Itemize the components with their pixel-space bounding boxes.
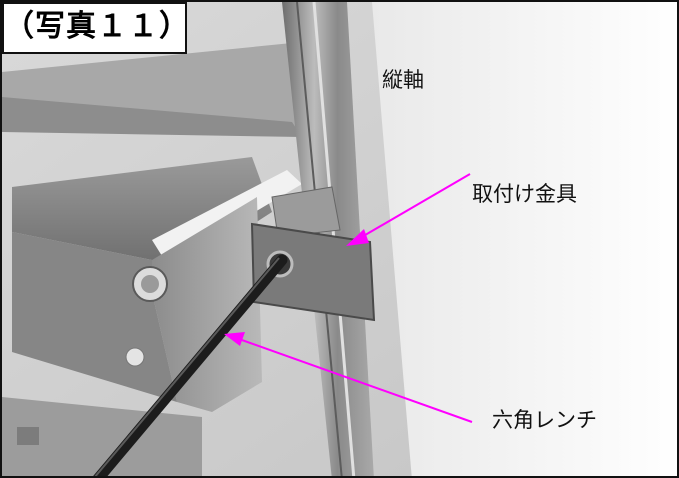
rail-bracket-block bbox=[271, 186, 341, 238]
label-mounting-bracket: 取付け金具 bbox=[472, 182, 577, 206]
photo-caption: （写真１１） bbox=[2, 2, 189, 54]
mounting-bracket-plate bbox=[250, 222, 376, 322]
white-panel bbox=[372, 2, 677, 476]
tray-front-plate bbox=[152, 197, 262, 412]
arrow-to-wrench bbox=[224, 332, 473, 423]
label-hex-wrench: 六角レンチ bbox=[492, 408, 597, 432]
label-vertical-shaft: 縦軸 bbox=[382, 68, 424, 92]
rivet bbox=[125, 347, 145, 367]
arrow-to-bracket bbox=[346, 173, 471, 246]
hex-wrench bbox=[93, 254, 288, 476]
